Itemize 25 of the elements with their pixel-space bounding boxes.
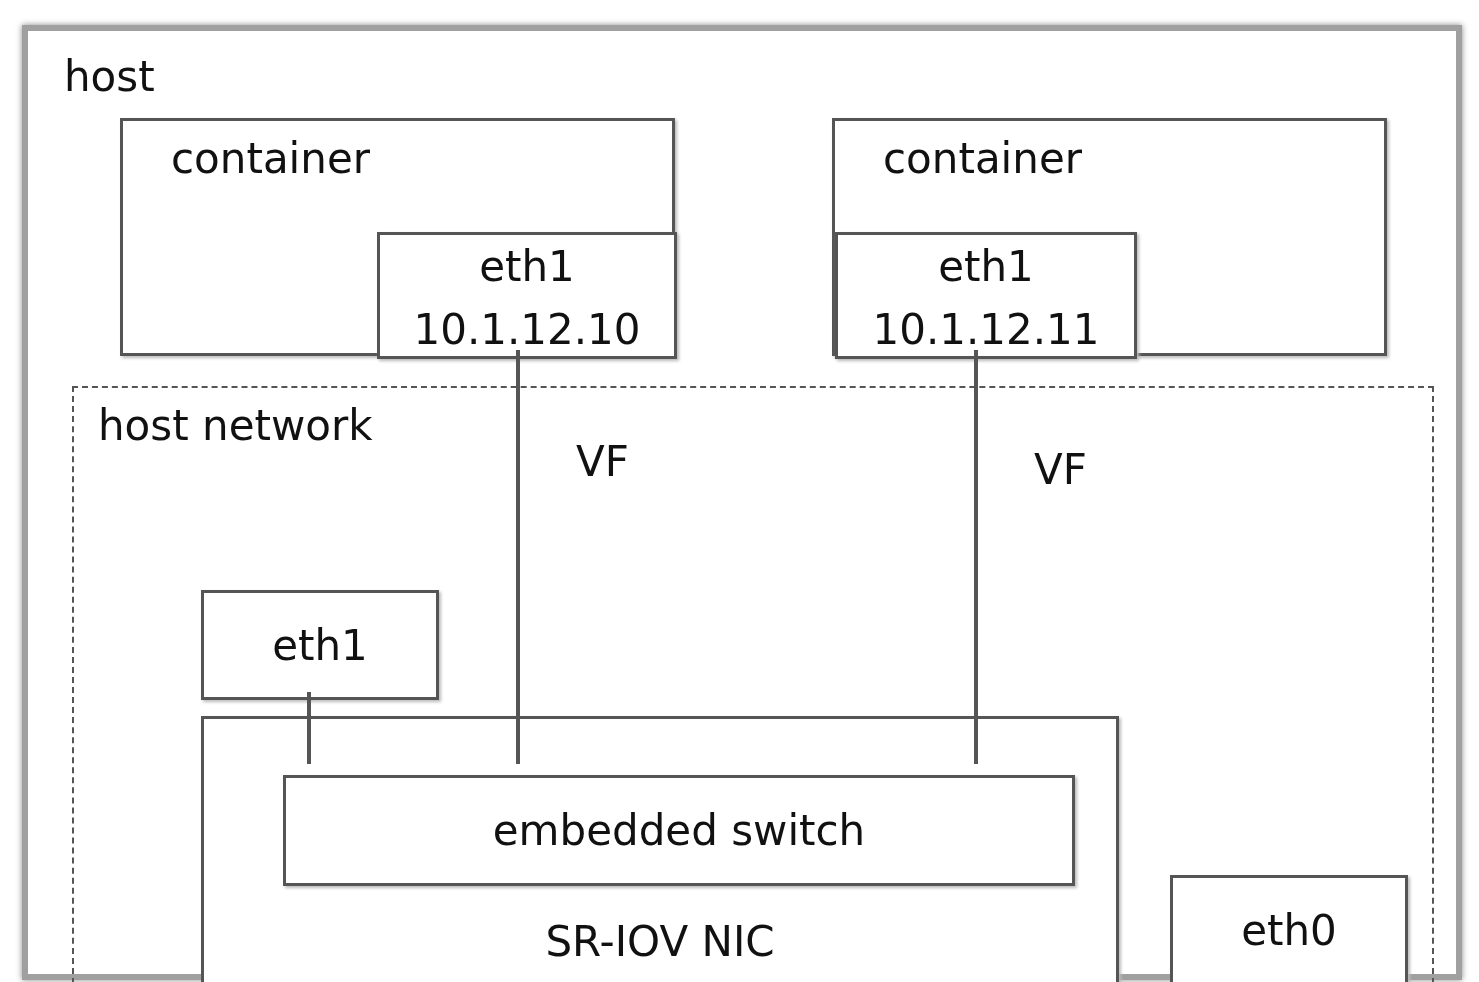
ip-address: 10.1.12.10 bbox=[413, 304, 641, 356]
box-title: container bbox=[171, 133, 370, 185]
interface-name: eth1 bbox=[479, 241, 575, 293]
box-label: eth1 bbox=[272, 619, 368, 672]
box-title: container bbox=[883, 133, 1082, 185]
interface-box bbox=[835, 232, 1137, 359]
box-label: embedded switch bbox=[492, 805, 866, 857]
switch-box bbox=[283, 775, 1075, 886]
interface-box bbox=[1170, 875, 1408, 982]
box-label: eth0 bbox=[1241, 905, 1337, 957]
network-region bbox=[72, 386, 1434, 982]
container-box bbox=[120, 118, 675, 356]
connector-line bbox=[974, 350, 978, 764]
host-box bbox=[22, 25, 1462, 980]
box-title: host bbox=[64, 51, 155, 103]
interface-box bbox=[377, 232, 677, 359]
interface-name: eth1 bbox=[938, 241, 1034, 293]
nic-box bbox=[201, 716, 1119, 982]
box-label: SR-IOV NIC bbox=[544, 916, 776, 968]
ip-address: 10.1.12.11 bbox=[872, 304, 1100, 356]
box-title: host network bbox=[98, 400, 373, 452]
connector-line bbox=[307, 692, 311, 764]
container-box bbox=[832, 118, 1387, 356]
interface-box bbox=[201, 590, 439, 700]
connector-line bbox=[516, 350, 520, 764]
